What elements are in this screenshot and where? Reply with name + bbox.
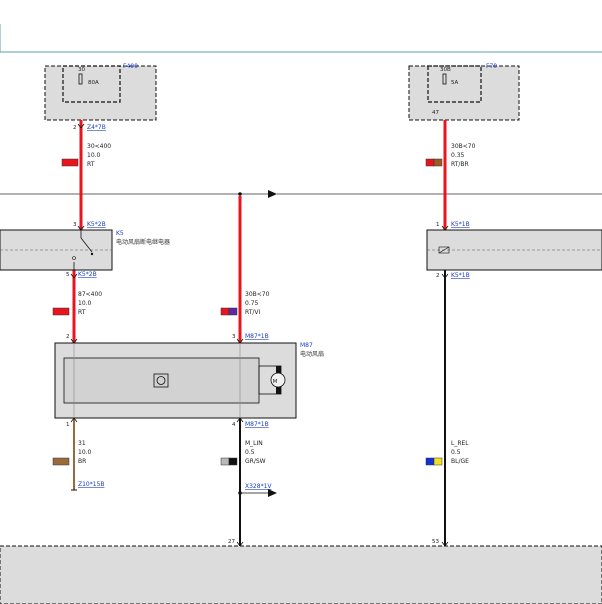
wire-m-lin-swatch-b xyxy=(228,457,238,466)
fuse-box-left: 30 80A F400 xyxy=(44,63,157,121)
wire-30b-fan-signal: 30B<70 xyxy=(245,291,270,298)
wire-87-400-color: RT xyxy=(78,309,86,316)
relay-k5-pin-bottom: 5 xyxy=(66,272,70,278)
bottom-pin-right: 53 xyxy=(432,539,439,545)
fuse-left-ref[interactable]: F400 xyxy=(123,63,138,70)
wire-30-400-swatch xyxy=(61,158,79,167)
relay-right-conn-top[interactable]: K5*1B xyxy=(451,221,470,228)
wire-87-400-swatch xyxy=(52,307,70,316)
bus-arrow xyxy=(268,190,277,198)
wire-l-rel-swatch-b xyxy=(433,457,443,466)
wire-30b-fan-swatch-a xyxy=(220,307,230,316)
fuse-left-rating: 80A xyxy=(88,80,99,86)
wire-m-lin-swatch-a xyxy=(220,457,230,466)
wire-31-size: 10.0 xyxy=(78,449,92,456)
wire-30-400-signal: 30<400 xyxy=(87,143,111,150)
wire-30b-fan-swatch-b xyxy=(228,307,238,316)
out-junction xyxy=(238,491,242,495)
fuse-left-number: 30 xyxy=(78,67,85,73)
wire-31-swatch xyxy=(52,457,70,466)
page-frame xyxy=(0,24,602,53)
relay-k5-pin-top: 3 xyxy=(73,222,77,228)
wire-31-color: BR xyxy=(78,458,86,465)
fuse-right-rating: 5A xyxy=(451,80,458,86)
fan-m87 xyxy=(54,342,297,419)
fan-ref[interactable]: M87 xyxy=(300,342,313,349)
wire-m-lin-size: 0.5 xyxy=(245,449,255,456)
out-connector[interactable]: X328*1V xyxy=(245,483,272,490)
wire-30b-70-swatch-a xyxy=(425,158,435,167)
relay-right xyxy=(426,229,602,271)
wire-30b-70-size: 0.35 xyxy=(451,152,465,159)
wire-l-rel-swatch-a xyxy=(425,457,435,466)
fan-name: 电动风扇 xyxy=(300,350,324,358)
wire-30-400-color: RT xyxy=(87,161,95,168)
bottom-pin-left: 27 xyxy=(228,539,235,545)
wire-l-rel-color: BL/GE xyxy=(451,458,469,465)
wire-m-lin-color: GR/SW xyxy=(245,458,266,465)
fuse-right-number: 30B xyxy=(440,67,451,73)
wire-87-400-size: 10.0 xyxy=(78,300,92,307)
wire-31-signal: 31 xyxy=(78,440,86,447)
wire-30b-70-signal: 30B<70 xyxy=(451,143,476,150)
relay-right-pin-bottom: 2 xyxy=(436,273,440,279)
fan-pin-right-bottom: 4 xyxy=(232,422,236,428)
fan-pin-left-top: 2 xyxy=(66,334,70,340)
bottom-module xyxy=(0,545,602,604)
fuse-box-right: 30B 5A F70 47 xyxy=(408,63,520,121)
wire-30b-70-swatch-b xyxy=(433,158,443,167)
wire-87-400-signal: 87<400 xyxy=(78,291,102,298)
fuse-right-pin: 47 xyxy=(432,110,439,116)
relay-right-conn-bottom[interactable]: K5*1B xyxy=(451,272,470,279)
fan-conn-bottom[interactable]: M87*1B xyxy=(245,421,269,428)
ground-connector[interactable]: Z10*15B xyxy=(78,481,105,488)
wire-30b-fan-color: RT/VI xyxy=(245,309,261,316)
wire-30b-fan-size: 0.75 xyxy=(245,300,259,307)
fuse-left-icon xyxy=(78,73,83,85)
relay-k5-name: 电动风扇断电继电器 xyxy=(116,238,170,246)
relay-k5-ref[interactable]: K5 xyxy=(116,230,124,237)
fan-conn-top[interactable]: M87*1B xyxy=(245,333,269,340)
relay-k5 xyxy=(0,229,113,271)
motor-icon xyxy=(270,372,286,388)
out-arrow xyxy=(268,489,277,497)
relay-k5-conn-top[interactable]: K5*2B xyxy=(87,221,106,228)
wire-30-400-size: 10.0 xyxy=(87,152,101,159)
fan-pin-left-bottom: 1 xyxy=(66,422,70,428)
wire-m-lin-signal: M_LIN xyxy=(245,440,263,447)
wire-30b-70-color: RT/BR xyxy=(451,161,469,168)
fuse-right-icon xyxy=(442,73,447,85)
wire-l-rel-size: 0.5 xyxy=(451,449,461,456)
motor-symbol: M xyxy=(273,379,278,385)
fuse-left-pin: 2 xyxy=(73,125,77,131)
fan-pin-right-top: 3 xyxy=(232,334,236,340)
relay-right-pin-top: 1 xyxy=(436,222,440,228)
bus-junction xyxy=(238,192,242,196)
fuse-left-connector[interactable]: Z4*7B xyxy=(87,124,106,131)
relay-k5-conn-bottom[interactable]: K5*2B xyxy=(78,271,97,278)
fuse-right-ref[interactable]: F70 xyxy=(486,63,497,70)
wire-l-rel-signal: L_REL xyxy=(451,440,469,447)
